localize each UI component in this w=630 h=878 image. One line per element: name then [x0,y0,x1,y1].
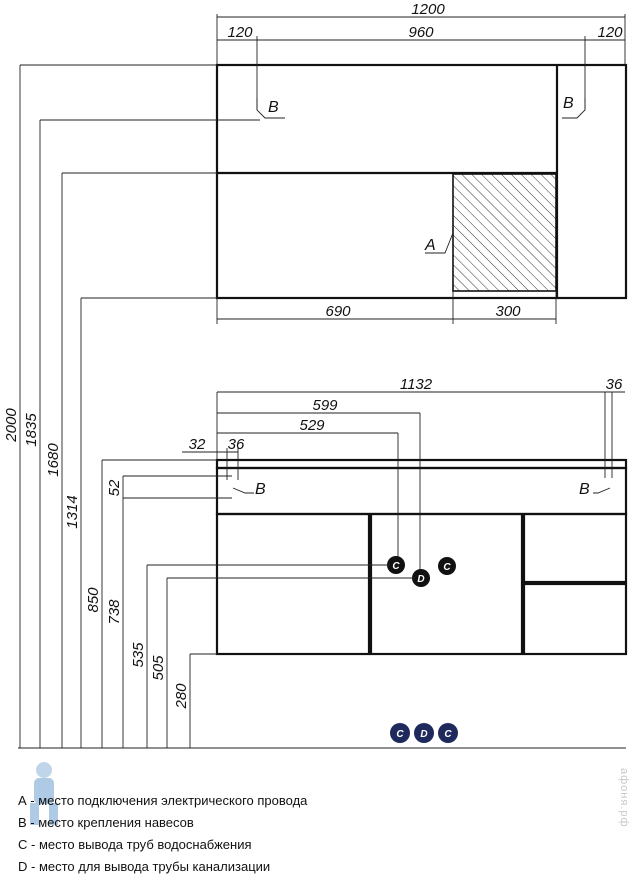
height-850: 850 [85,587,102,613]
leader-b-mirror-right [562,98,586,119]
plumber-mascot-icon [30,762,58,825]
leader-b-mirror-left [256,98,285,119]
dim-mirror-bottom-right: 300 [495,303,521,320]
dim-left-32: 32 [189,436,206,453]
height-1314: 1314 [64,495,81,528]
height-505: 505 [150,655,167,681]
dim-mirror-bottom-left: 690 [325,303,351,320]
dim-cabinet-width: 1132 [400,376,433,393]
dim-mirror-middle-span: 960 [408,24,434,41]
marker-b-mirror-right: B [563,95,574,112]
floor-marker-c-left-dot [390,723,410,743]
dim-cabinet-right-offset: 36 [606,376,623,393]
marker-a: A [424,237,436,254]
marker-d: D [417,574,424,585]
dim-d-position: 599 [312,397,338,414]
dim-mirror-left-offset: 120 [227,24,253,41]
height-dimensions [19,64,415,748]
cabinet-top-dimensions [182,391,625,575]
dim-mirror-right-offset: 120 [597,24,623,41]
marker-b-cabinet-left: B [255,481,266,498]
legend-item-b: В - место крепления навесов [18,815,194,830]
height-280: 280 [173,683,190,710]
dim-left-36: 36 [228,436,245,453]
marker-c-right: C [443,562,451,573]
socket-zone-a [452,173,557,292]
height-52: 52 [106,479,123,496]
dim-c-position: 529 [299,417,325,434]
leader-b-cabinet-left [232,487,254,494]
legend-item-a: А - место подключения электрического про… [18,793,308,808]
legend: А - место подключения электрического про… [18,790,438,878]
marker-b-cabinet-right: B [579,481,590,498]
floor-marker-c-left: C [396,729,404,740]
leader-b-cabinet-right [593,487,611,494]
marker-d-dot [412,569,430,587]
marker-c-left-dot [387,556,405,574]
floor-marker-d: D [420,729,427,740]
floor-marker-c-right: C [444,729,452,740]
floor-marker-c-right-dot [438,723,458,743]
legend-item-c: С - место вывода труб водоснабжения [18,837,252,852]
height-738: 738 [106,599,123,625]
height-1835: 1835 [23,413,40,447]
cabinet-outline [215,458,628,656]
mirror-top-dimensions [216,14,626,110]
dim-mirror-width: 1200 [411,1,445,18]
height-1680: 1680 [45,443,62,477]
floor-marker-d-dot [414,723,434,743]
marker-c-right-dot [438,557,456,575]
watermark: афоня.рф [618,768,630,828]
legend-item-d: D - место для вывода трубы канализации [18,859,271,874]
marker-c-left: C [392,561,400,572]
mirror-outline [215,63,628,300]
leader-a [425,232,454,254]
marker-b-mirror-left: B [268,99,279,116]
height-535: 535 [130,642,147,668]
height-2000: 2000 [3,408,20,443]
mirror-bottom-dimensions [216,291,557,324]
